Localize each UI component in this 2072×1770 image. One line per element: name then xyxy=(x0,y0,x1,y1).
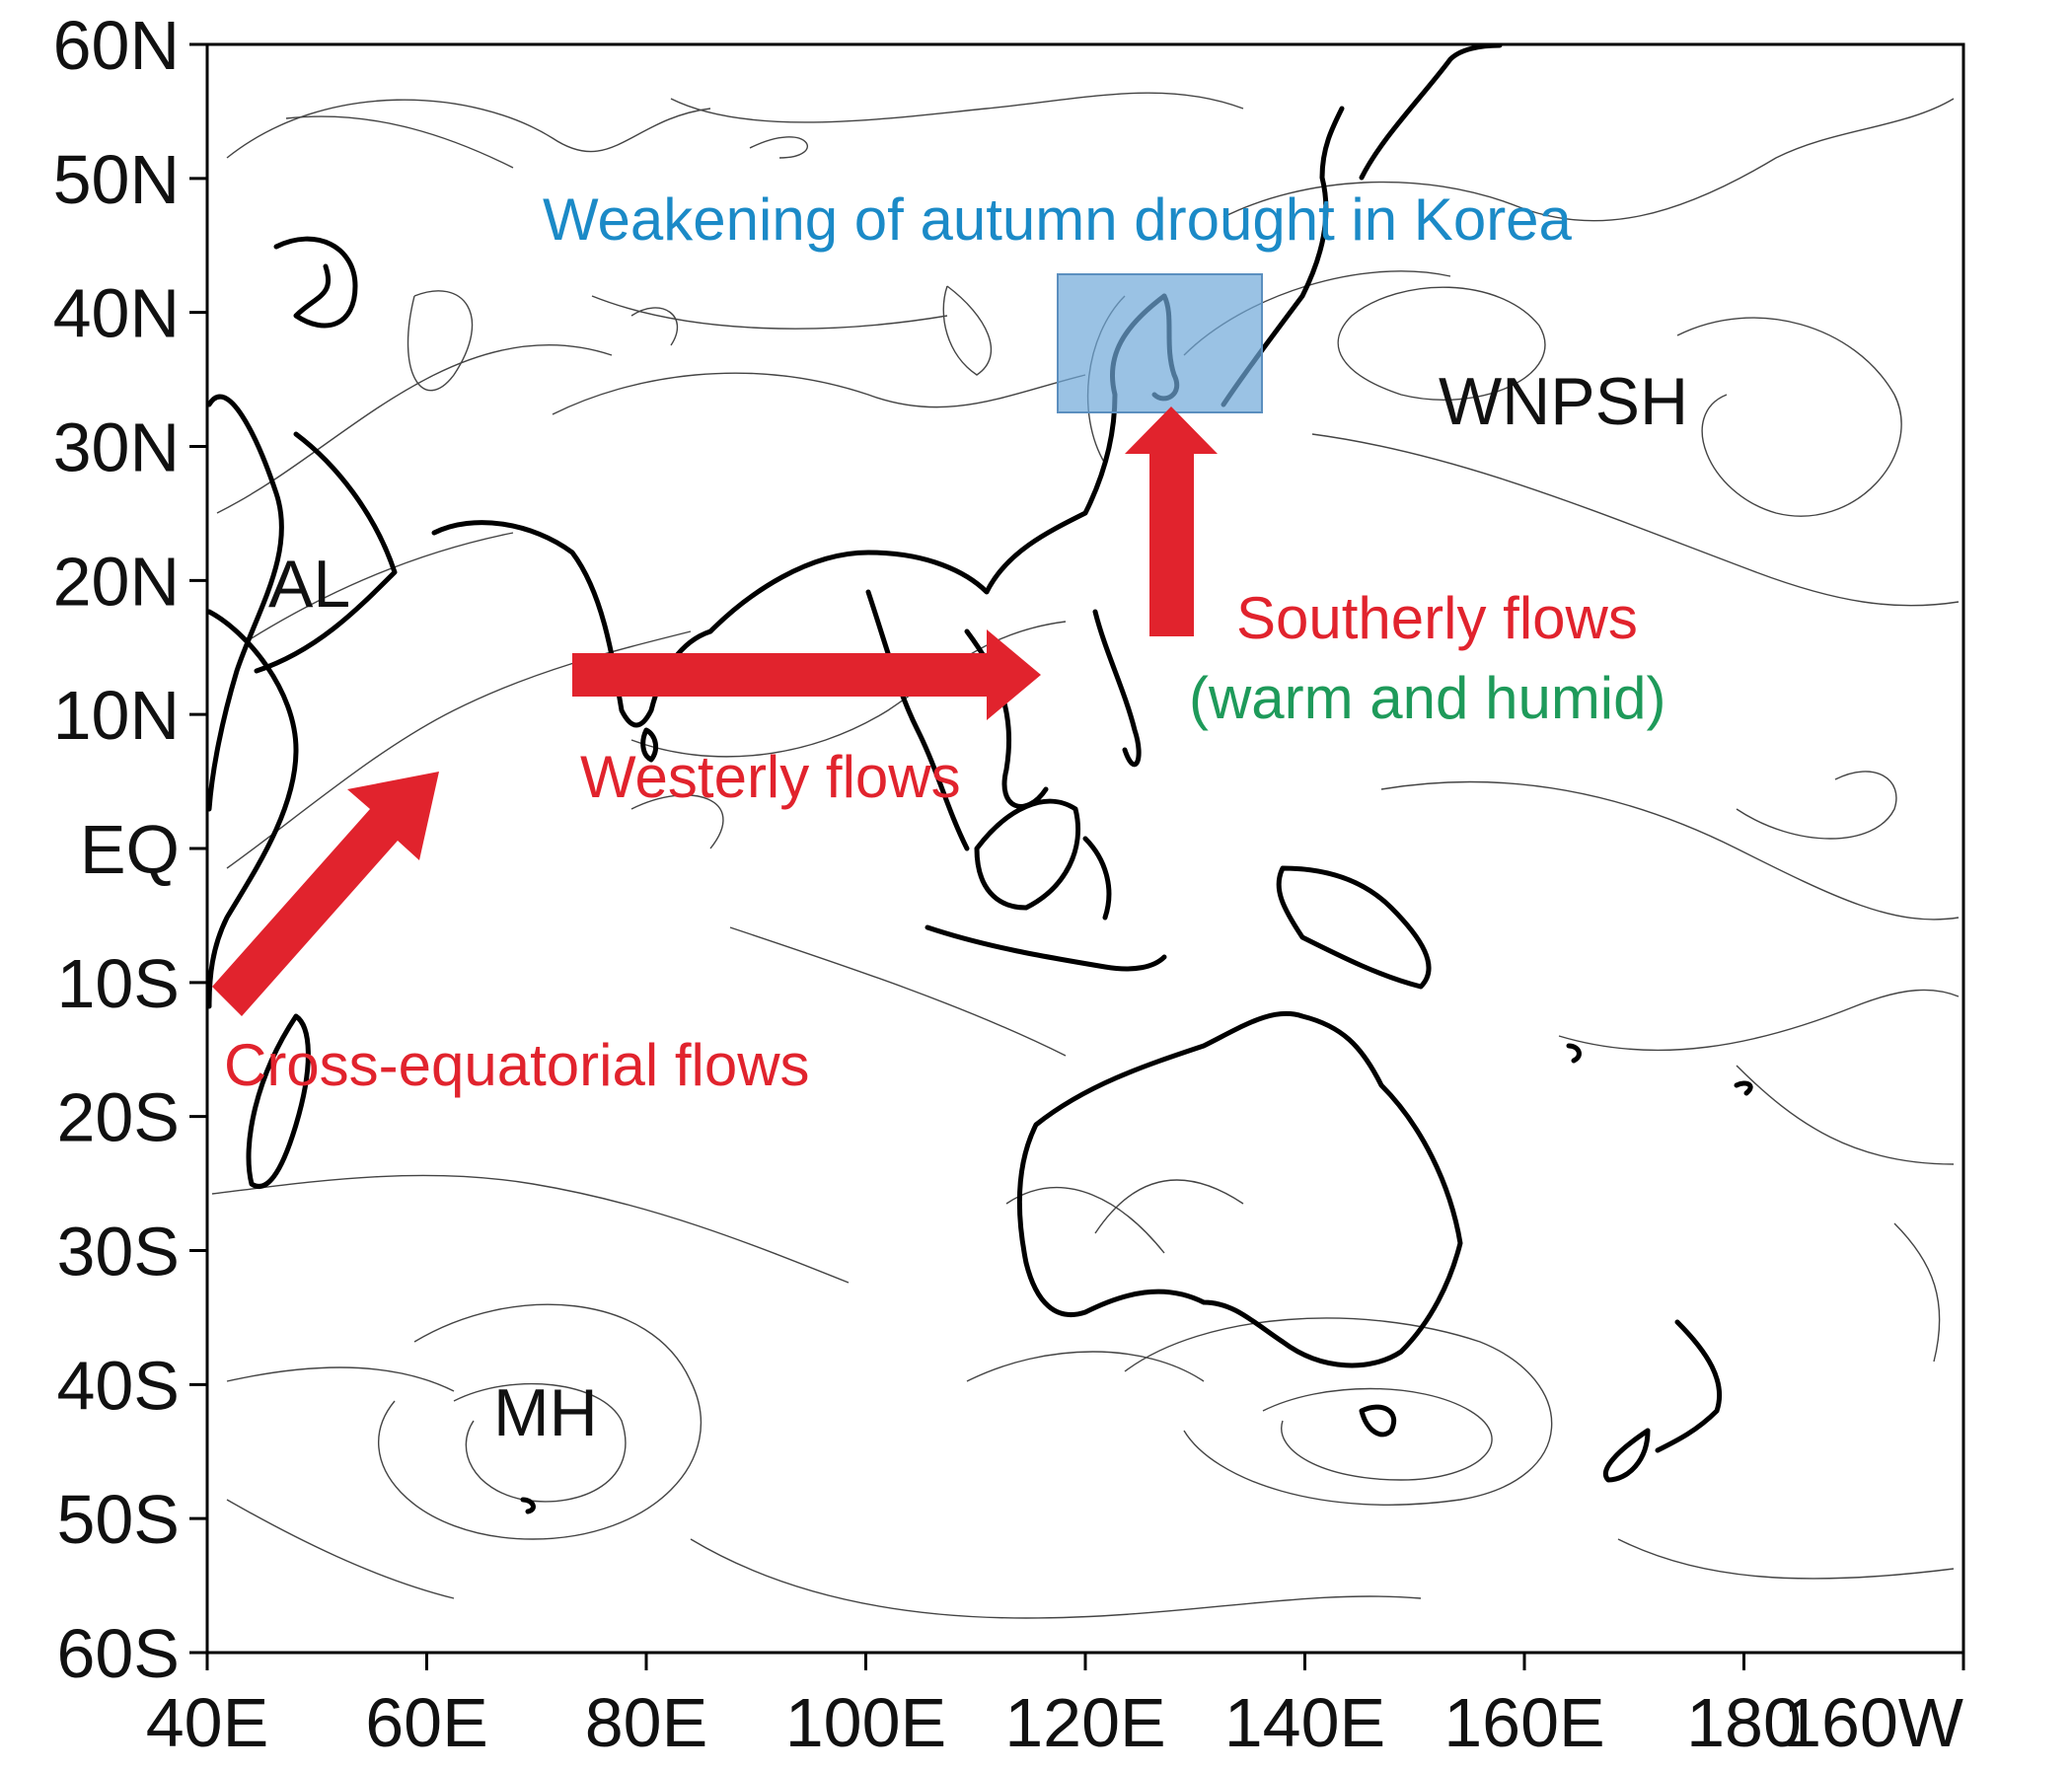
lat-tick-label: 20N xyxy=(53,543,180,620)
westerly-arrow xyxy=(572,629,1041,720)
lon-tick-label: 140E xyxy=(1224,1684,1385,1761)
lat-tick-label: 30N xyxy=(53,409,180,486)
lat-tick-label: 40S xyxy=(56,1347,180,1424)
southerly-arrow xyxy=(1125,406,1218,636)
southerly-flows-annotation: Southerly flows xyxy=(1236,585,1638,651)
lon-tick-label: 160W xyxy=(1783,1684,1963,1761)
lon-tick-label: 180 xyxy=(1686,1684,1802,1761)
lon-tick-label: 40E xyxy=(146,1684,269,1761)
lat-tick-label: 60S xyxy=(56,1615,180,1692)
lat-tick-label: 10N xyxy=(53,677,180,754)
lon-tick-label: 80E xyxy=(585,1684,708,1761)
lat-tick-label: 20S xyxy=(56,1079,180,1156)
lon-tick-label: 100E xyxy=(785,1684,946,1761)
flow-arrows xyxy=(212,406,1218,1016)
latitude-axis: 60N 50N 40N 30N 20N 10N EQ 10S 20S 30S 40S 50S 60S xyxy=(53,7,207,1692)
coastlines xyxy=(206,42,1753,1514)
lat-tick-label: 30S xyxy=(56,1214,180,1291)
lat-tick-label: 40N xyxy=(53,275,180,352)
mh-label: MH xyxy=(493,1375,598,1450)
lat-tick-label: 10S xyxy=(56,945,180,1022)
korea-drought-annotation: Weakening of autumn drought in Korea xyxy=(543,186,1573,253)
lat-tick-label: 50S xyxy=(56,1481,180,1558)
westerly-flows-annotation: Westerly flows xyxy=(580,744,961,810)
al-label: AL xyxy=(268,547,350,622)
cross-equatorial-arrow xyxy=(212,772,439,1016)
lat-tick-label: 60N xyxy=(53,7,180,84)
lat-tick-label: EQ xyxy=(80,811,180,888)
korea-highlight-box xyxy=(1057,273,1263,413)
southerly-flows-subtitle: (warm and humid) xyxy=(1189,665,1666,731)
lat-tick-label: 50N xyxy=(53,141,180,218)
wnpsh-label: WNPSH xyxy=(1439,364,1688,439)
lon-tick-label: 60E xyxy=(365,1684,488,1761)
streamlines xyxy=(211,92,1960,1619)
cross-equatorial-annotation: Cross-equatorial flows xyxy=(224,1032,810,1098)
lon-tick-label: 160E xyxy=(1443,1684,1604,1761)
lon-tick-label: 120E xyxy=(1004,1684,1165,1761)
